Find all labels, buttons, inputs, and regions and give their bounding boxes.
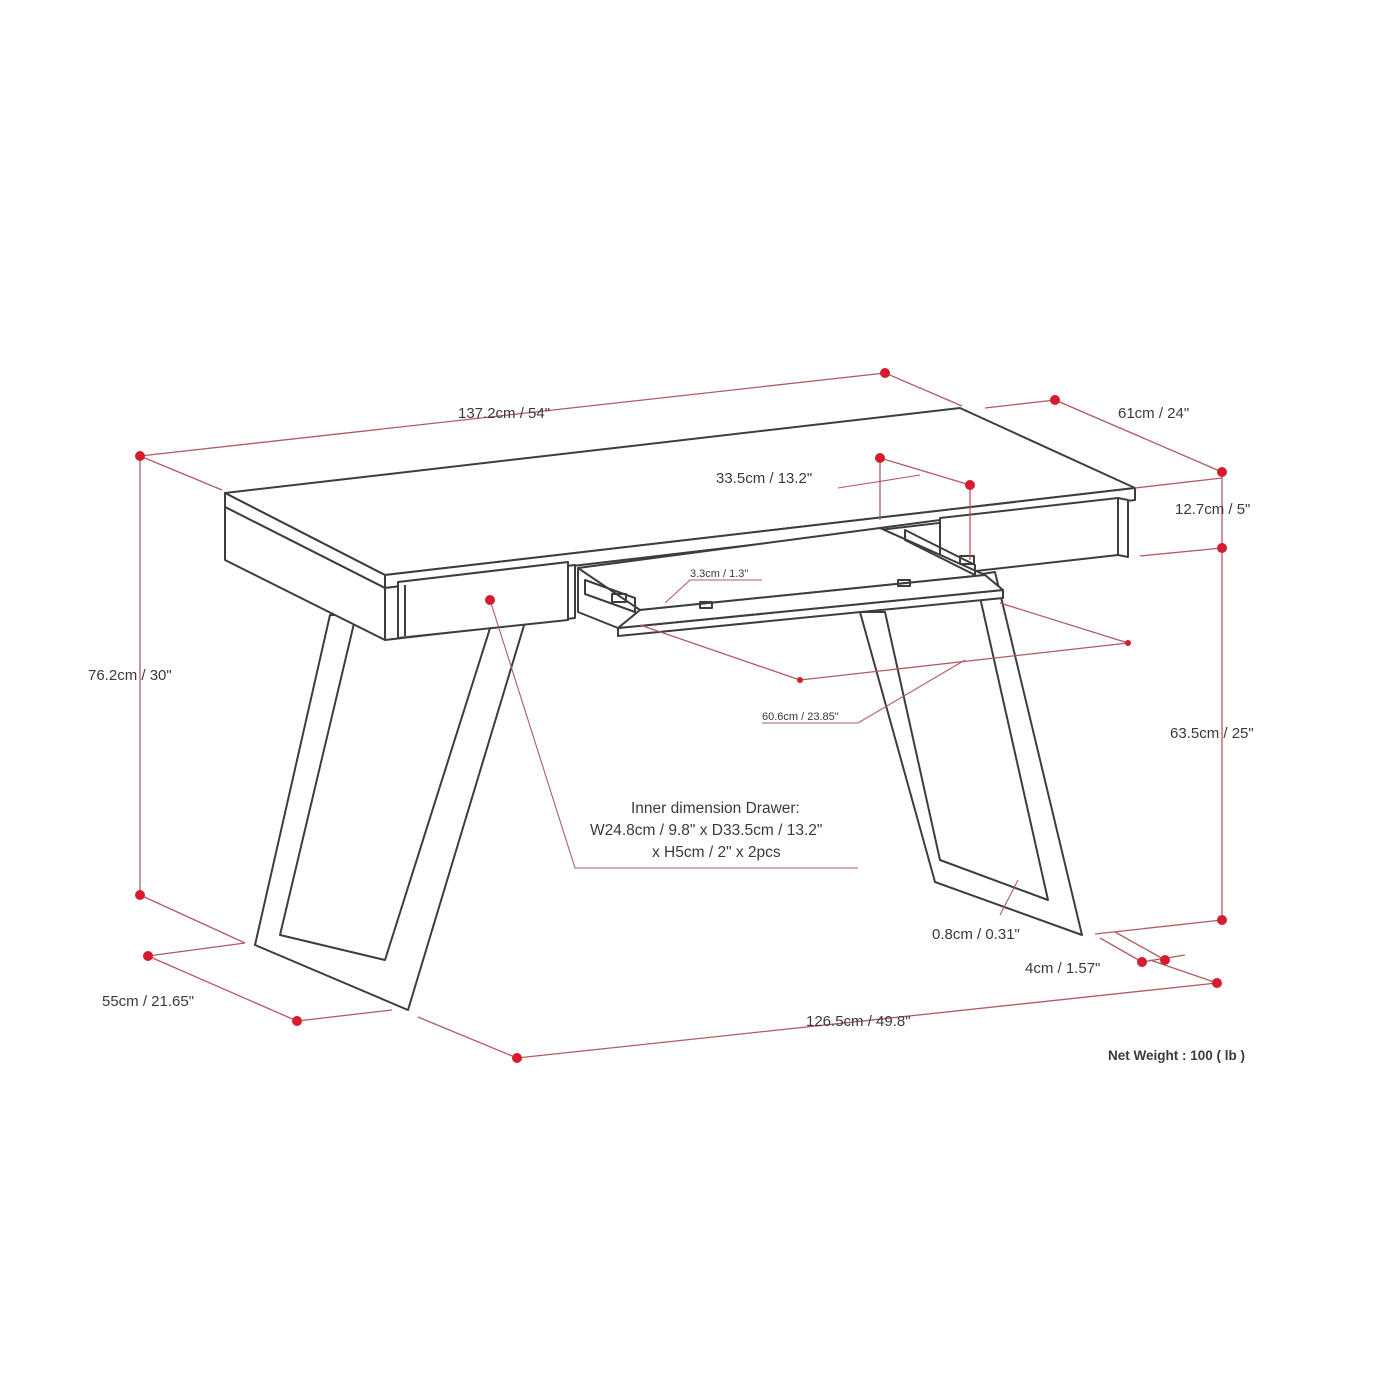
inner-drawer-line3: x H5cm / 2" x 2pcs (652, 844, 781, 861)
label-top-depth: 61cm / 24" (1118, 405, 1189, 422)
inner-drawer-line2: W24.8cm / 9.8" x D33.5cm / 13.2" (590, 822, 822, 839)
net-weight: Net Weight : 100 ( lb ) (1108, 1048, 1245, 1063)
dim-dot (1125, 640, 1131, 646)
dim-dot (485, 595, 495, 605)
desk-drawing (224, 407, 1136, 1011)
dimension-dots (135, 368, 1227, 1063)
dim-dot (1217, 915, 1227, 925)
label-drawer-depth: 33.5cm / 13.2" (716, 470, 812, 487)
dim-dot (143, 951, 153, 961)
inner-drawer-line1: Inner dimension Drawer: (631, 800, 800, 817)
dim-dot (512, 1053, 522, 1063)
dimension-labels: 137.2cm / 54" 61cm / 24" 33.5cm / 13.2" … (88, 405, 1254, 1063)
dim-dot (292, 1016, 302, 1026)
dim-dot (1050, 395, 1060, 405)
label-base-depth: 55cm / 21.65" (102, 993, 194, 1010)
dim-dot (1212, 978, 1222, 988)
label-tray-lip: 3.3cm / 1.3" (690, 568, 748, 580)
dim-dot (135, 451, 145, 461)
label-leg-width: 4cm / 1.57" (1025, 960, 1100, 977)
dim-dot (1160, 955, 1170, 965)
left-leg (254, 614, 526, 1011)
right-drawer (939, 497, 1129, 576)
dim-dot (135, 890, 145, 900)
label-base-length: 126.5cm / 49.8" (806, 1013, 911, 1030)
desk-top (224, 407, 1136, 589)
dim-dot (1217, 467, 1227, 477)
dim-dot (875, 453, 885, 463)
label-leg-thickness: 0.8cm / 0.31" (932, 926, 1020, 943)
left-drawer (397, 561, 569, 639)
dim-dot (797, 677, 803, 683)
dimension-lines (139, 372, 1223, 1059)
label-apron-height: 12.7cm / 5" (1175, 501, 1250, 518)
dim-dot (965, 480, 975, 490)
label-top-length: 137.2cm / 54" (458, 405, 550, 422)
dim-dot (1217, 543, 1227, 553)
label-tray-width: 60.6cm / 23.85" (762, 711, 839, 723)
right-leg (859, 571, 1083, 936)
dim-dot (1137, 957, 1147, 967)
dim-dot (880, 368, 890, 378)
label-leg-height: 63.5cm / 25" (1170, 725, 1254, 742)
label-overall-height: 76.2cm / 30" (88, 667, 172, 684)
